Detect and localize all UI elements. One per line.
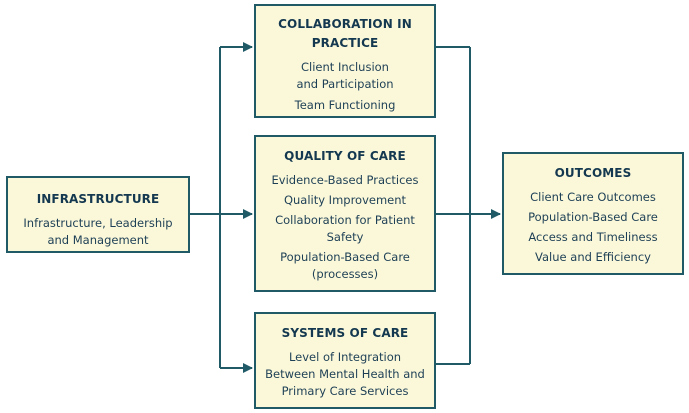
quality-title: QUALITY OF CARE (284, 149, 406, 163)
systems-title: SYSTEMS OF CARE (281, 326, 409, 340)
outcomes-box: OUTCOMES Client Care Outcomes Population… (502, 152, 684, 275)
outcomes-item: Value and Efficiency (535, 250, 651, 264)
systems-item: Primary Care Services (281, 384, 409, 398)
outcomes-item: Population-Based Care (528, 210, 658, 224)
systems-item: Level of Integration (288, 350, 402, 364)
infrastructure-title: INFRASTRUCTURE (36, 192, 160, 206)
outcomes-title: OUTCOMES (554, 166, 632, 180)
quality-item: Safety (326, 230, 364, 244)
infrastructure-item: Infrastructure, Leadership (23, 216, 173, 230)
collaboration-title-line1: COLLABORATION IN (278, 17, 412, 31)
outcomes-item: Access and Timeliness (528, 230, 658, 244)
quality-item: Quality Improvement (283, 193, 407, 207)
quality-item: Population-Based Care (280, 250, 410, 264)
collaboration-item: and Participation (296, 77, 394, 91)
collaboration-box: COLLABORATION IN PRACTICE Client Inclusi… (254, 4, 436, 118)
quality-item: Collaboration for Patient (275, 213, 415, 227)
systems-box: SYSTEMS OF CARE Level of Integration Bet… (254, 312, 436, 409)
quality-box: QUALITY OF CARE Evidence-Based Practices… (254, 135, 436, 292)
infrastructure-item: and Management (47, 233, 149, 247)
collaboration-title-line2: PRACTICE (311, 36, 379, 50)
systems-item: Between Mental Health and (265, 367, 425, 381)
infrastructure-box: INFRASTRUCTURE Infrastructure, Leadershi… (6, 176, 190, 253)
outcomes-item: Client Care Outcomes (530, 190, 656, 204)
quality-item: Evidence-Based Practices (271, 173, 419, 187)
quality-item: (processes) (311, 267, 379, 281)
collaboration-item: Team Functioning (294, 98, 396, 112)
collaboration-item: Client Inclusion (301, 60, 389, 74)
